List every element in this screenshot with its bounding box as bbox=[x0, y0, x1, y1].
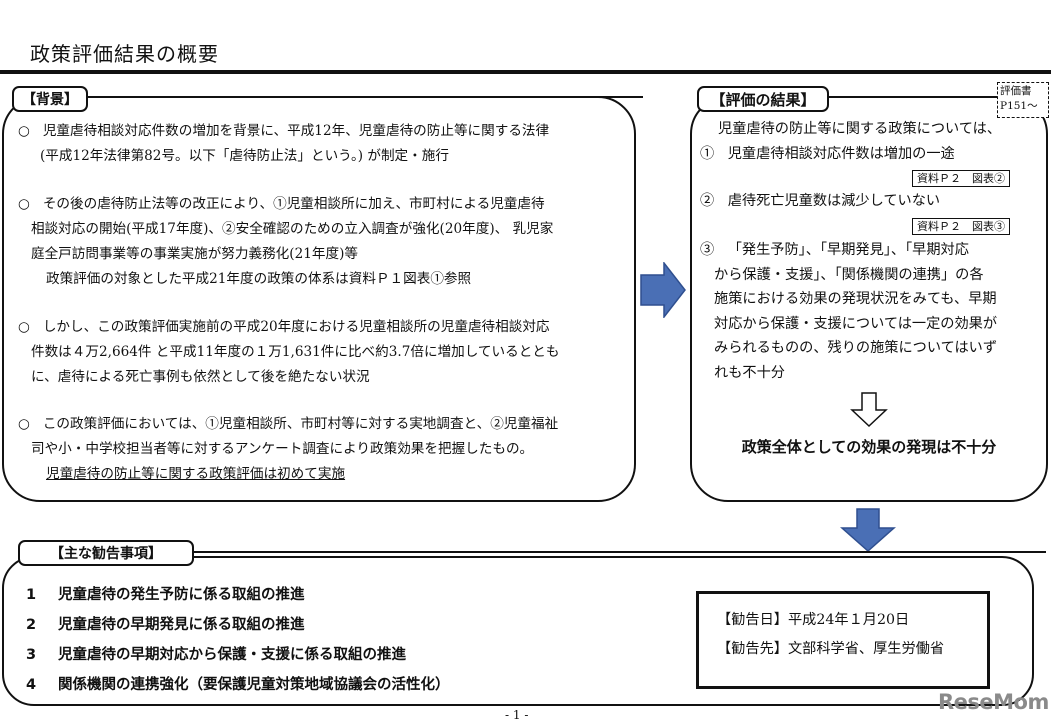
bullet-icon: ○ bbox=[18, 123, 30, 139]
results-panel bbox=[690, 96, 1048, 502]
right-arrow-icon bbox=[640, 262, 686, 318]
results-intro: 児童虐待の防止等に関する政策については、 bbox=[718, 121, 1002, 137]
page-title: 政策評価結果の概要 bbox=[30, 42, 219, 66]
recommendation-recipient: 【勧告先】文部科学省、厚生労働省 bbox=[717, 641, 945, 657]
background-paragraph-1: ○ 児童虐待相談対応件数の増加を背景に、平成12年、児童虐待の防止等に関する法律… bbox=[18, 123, 550, 164]
recommendations-header-line bbox=[194, 551, 1046, 553]
results-conclusion: 政策全体としての効果の発現は不十分 bbox=[741, 438, 997, 456]
source-reference-1: 資料Ｐ２ 図表② bbox=[912, 170, 1010, 187]
recommendations-heading: 【主な勧告事項】 bbox=[18, 540, 194, 566]
background-paragraph-2: ○ その後の虐待防止法等の改正により、①児童相談所に加え、市町村による児童虐待 … bbox=[18, 192, 553, 292]
bullet-icon: ○ bbox=[18, 416, 30, 432]
down-arrow-icon bbox=[840, 508, 896, 552]
reference-box: 評価書 P151～ bbox=[997, 82, 1049, 118]
down-outline-arrow-icon bbox=[850, 392, 888, 428]
title-rule bbox=[0, 70, 1051, 74]
page-number: - 1 - bbox=[505, 708, 529, 722]
background-note: 政策評価の対象とした平成21年度の政策の体系は資料Ｐ１図表①参照 bbox=[46, 271, 472, 287]
result-item-3: ③ 「発生予防」、「早期発見」、「早期対応 から保護・支援」、「関係機関の連携」… bbox=[700, 242, 998, 381]
recommendation-date-box: 【勧告日】平成24年１月20日 【勧告先】文部科学省、厚生労働省 bbox=[696, 591, 990, 689]
result-item-1: ① 児童虐待相談対応件数は増加の一途 bbox=[700, 146, 955, 162]
recommendation-date: 【勧告日】平成24年１月20日 bbox=[717, 612, 910, 628]
background-underlined-note: 児童虐待の防止等に関する政策評価は初めて実施 bbox=[46, 466, 346, 482]
results-header-line bbox=[829, 96, 997, 98]
background-paragraph-3: ○ しかし、この政策評価実施前の平成20年度における児童相談所の児童虐待相談対応… bbox=[18, 319, 560, 385]
background-panel bbox=[2, 96, 636, 502]
background-heading: 【背景】 bbox=[12, 86, 88, 112]
result-item-2: ② 虐待死亡児童数は減少していない bbox=[700, 193, 941, 209]
bullet-icon: ○ bbox=[18, 319, 30, 335]
background-header-line bbox=[88, 96, 643, 98]
results-heading: 【評価の結果】 bbox=[697, 86, 829, 112]
watermark-logo: ReseMom bbox=[938, 690, 1049, 714]
bullet-icon: ○ bbox=[18, 196, 30, 212]
background-paragraph-4: ○ この政策評価においては、①児童相談所、市町村等に対する実地調査と、②児童福祉… bbox=[18, 412, 558, 487]
source-reference-2: 資料Ｐ２ 図表③ bbox=[912, 218, 1010, 235]
